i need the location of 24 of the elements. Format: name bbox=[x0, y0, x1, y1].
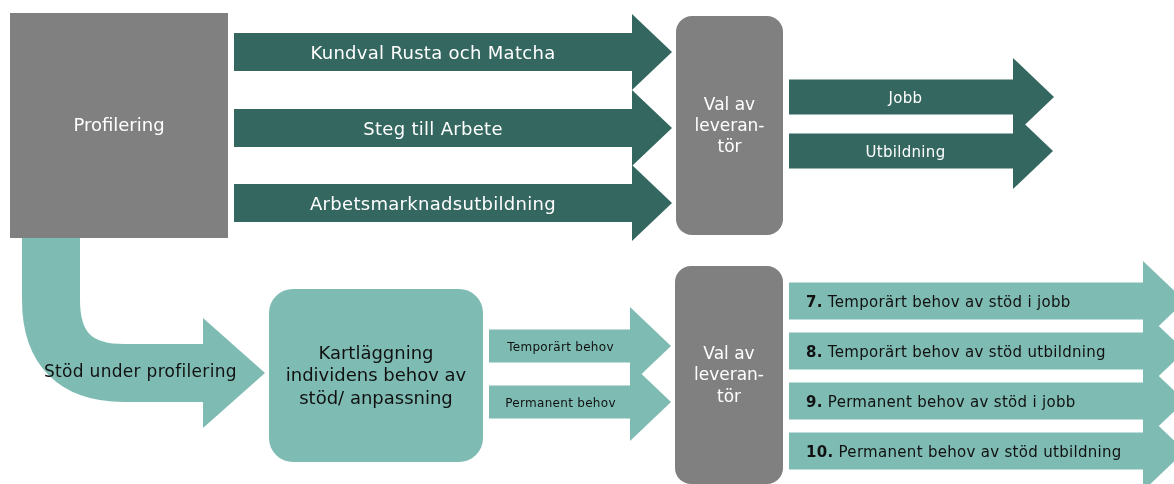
edge-label-text: 7. Temporärt behov av stöd i jobb bbox=[806, 292, 1071, 311]
block-arrow bbox=[234, 90, 672, 166]
edge-label-text: Jobb bbox=[888, 88, 923, 107]
process-box bbox=[676, 16, 783, 235]
node-label: Profilering bbox=[73, 114, 165, 137]
edge-label-text: Utbildning bbox=[865, 142, 946, 161]
block-arrow bbox=[234, 165, 672, 241]
process-box bbox=[10, 13, 228, 238]
edge-label-text: Arbetsmarknadsutbildning bbox=[309, 192, 556, 214]
node-label: Val av leveran- tör bbox=[693, 343, 765, 407]
edge-label-text: 8. Temporärt behov av stöd utbildning bbox=[806, 342, 1106, 361]
edge-label-text: 9. Permanent behov av stöd i jobb bbox=[806, 392, 1076, 411]
edge-label-text: Steg till Arbete bbox=[363, 117, 503, 139]
node-label: Kartläggning individens behov av stöd/ anpassning bbox=[284, 341, 468, 410]
block-arrow bbox=[22, 238, 265, 428]
edge-label-text: Kundval Rusta och Matcha bbox=[310, 41, 556, 63]
edge-label-text: Permanent behov bbox=[505, 395, 616, 410]
edge-label-text: Stöd under profilering bbox=[44, 361, 237, 381]
edge-label-text: 10. Permanent behov av stöd utbildning bbox=[806, 442, 1122, 461]
edge-label-text: Temporärt behov bbox=[507, 339, 614, 354]
process-box bbox=[269, 289, 483, 462]
block-arrow bbox=[234, 14, 672, 90]
process-box bbox=[675, 266, 783, 484]
node-label: Val av leveran- tör bbox=[693, 93, 766, 158]
